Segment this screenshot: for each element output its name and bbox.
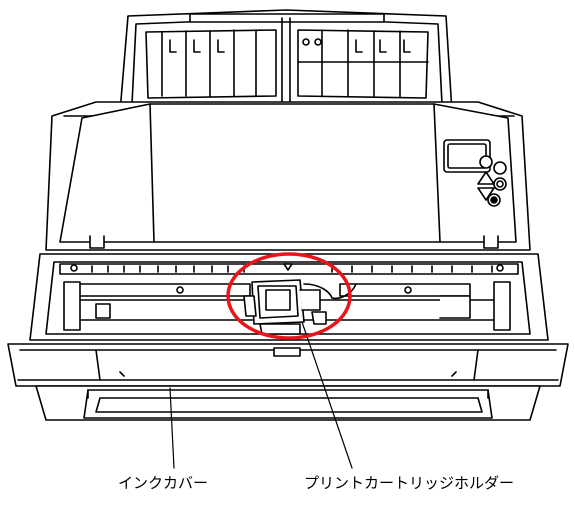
leader-cartridge-holder [301,321,353,469]
print-cartridge-holder [243,279,357,335]
paper-outlet [35,385,541,421]
ink-cover [7,343,569,387]
function-button-icon [493,161,507,175]
down-arrow-icon [477,187,495,201]
up-arrow-icon [477,171,495,185]
callout-leaders [169,321,353,469]
highlight-circle [226,252,352,340]
adf-paper-chute [119,9,453,113]
leader-ink-cover [169,387,175,469]
adf-top-cover [59,103,517,249]
operator-panel [443,139,507,207]
callout-print-cartridge-holder: プリントカートリッジホルダー [304,474,515,492]
menu-button-icon [479,155,493,169]
ink-cover-tab [273,347,301,357]
callout-ink-cover: インクカバー [118,474,209,492]
